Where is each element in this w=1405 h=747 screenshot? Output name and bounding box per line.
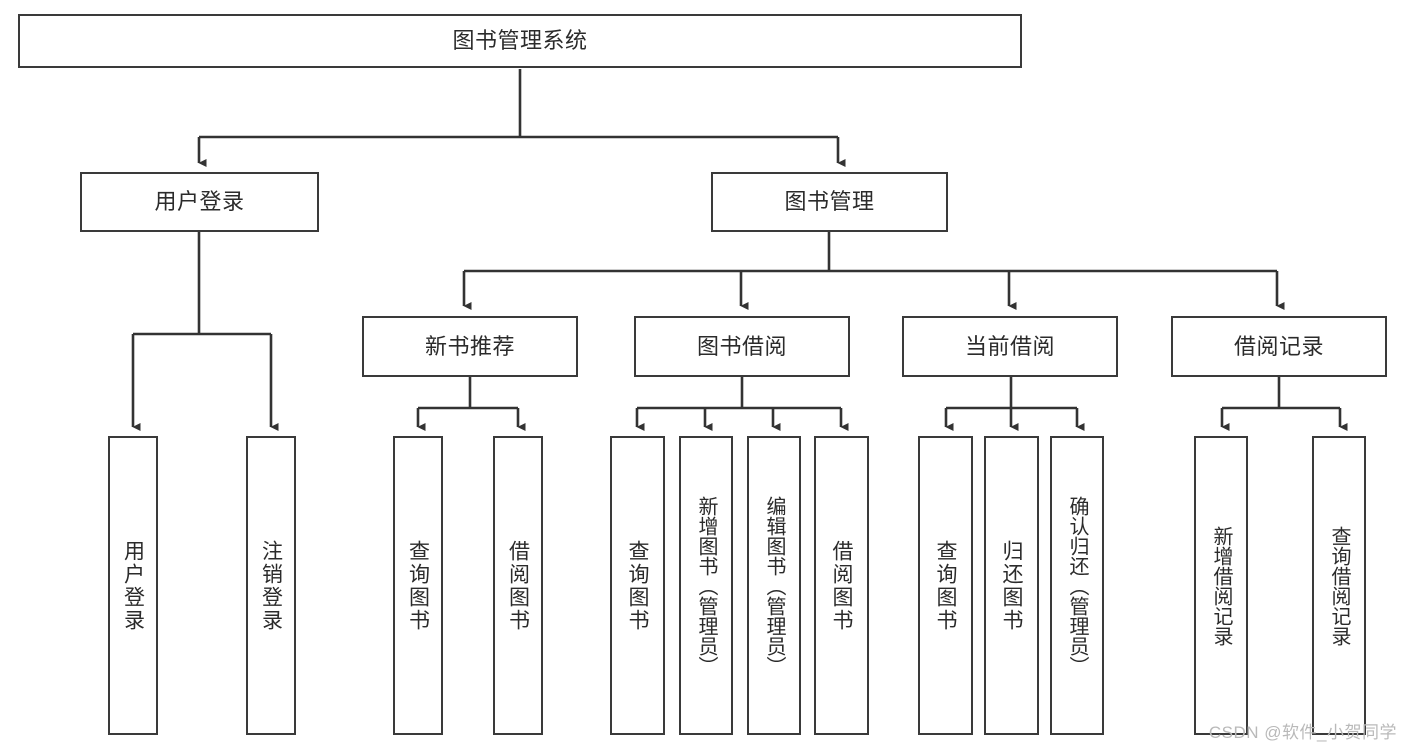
node-leaf-user-login-label: 用户登录 — [121, 539, 145, 632]
node-leaf-query-book-2[interactable]: 查询图书 — [610, 436, 665, 735]
node-borrow-record[interactable]: 借阅记录 — [1171, 316, 1387, 377]
node-leaf-return-book[interactable]: 归还图书 — [984, 436, 1039, 735]
node-book-borrow[interactable]: 图书借阅 — [634, 316, 850, 377]
watermark-text: CSDN @软件_小贺同学 — [1208, 723, 1397, 742]
node-leaf-add-record-label: 新增借阅记录 — [1210, 525, 1232, 646]
node-user-login-label: 用户登录 — [154, 189, 245, 215]
node-root-label: 图书管理系统 — [452, 28, 588, 54]
node-leaf-query-record-label: 查询借阅记录 — [1328, 525, 1350, 646]
node-leaf-add-record[interactable]: 新增借阅记录 — [1194, 436, 1248, 735]
node-current-borrow[interactable]: 当前借阅 — [902, 316, 1118, 377]
node-leaf-query-record[interactable]: 查询借阅记录 — [1312, 436, 1366, 735]
node-leaf-borrow-book-1-label: 借阅图书 — [506, 539, 530, 632]
node-book-manage-label: 图书管理 — [784, 189, 875, 215]
node-leaf-borrow-book-2[interactable]: 借阅图书 — [814, 436, 869, 735]
node-leaf-user-login[interactable]: 用户登录 — [108, 436, 158, 735]
node-leaf-query-book-3[interactable]: 查询图书 — [918, 436, 973, 735]
node-leaf-query-book-1[interactable]: 查询图书 — [393, 436, 443, 735]
node-leaf-add-book[interactable]: 新增图书（管理员） — [679, 436, 733, 735]
node-leaf-query-book-2-label: 查询图书 — [626, 539, 649, 632]
node-leaf-confirm-return[interactable]: 确认归还（管理员） — [1050, 436, 1104, 735]
node-book-manage[interactable]: 图书管理 — [711, 172, 948, 232]
node-leaf-edit-book-label: 编辑图书（管理员） — [763, 495, 785, 676]
node-new-book-recommend[interactable]: 新书推荐 — [362, 316, 578, 377]
node-book-borrow-label: 图书借阅 — [696, 333, 787, 359]
node-new-book-recommend-label: 新书推荐 — [424, 333, 515, 359]
node-leaf-return-book-label: 归还图书 — [1000, 539, 1023, 632]
node-borrow-record-label: 借阅记录 — [1233, 333, 1324, 359]
node-root[interactable]: 图书管理系统 — [18, 14, 1022, 68]
node-leaf-logout-label: 注销登录 — [259, 539, 283, 632]
node-leaf-borrow-book-2-label: 借阅图书 — [830, 539, 853, 632]
node-leaf-query-book-3-label: 查询图书 — [934, 539, 957, 632]
node-current-borrow-label: 当前借阅 — [964, 333, 1055, 359]
node-user-login[interactable]: 用户登录 — [80, 172, 319, 232]
node-leaf-query-book-1-label: 查询图书 — [406, 539, 430, 632]
node-leaf-borrow-book-1[interactable]: 借阅图书 — [493, 436, 543, 735]
node-leaf-edit-book[interactable]: 编辑图书（管理员） — [747, 436, 801, 735]
node-leaf-add-book-label: 新增图书（管理员） — [695, 495, 717, 676]
node-leaf-confirm-return-label: 确认归还（管理员） — [1066, 495, 1088, 676]
node-leaf-logout[interactable]: 注销登录 — [246, 436, 296, 735]
